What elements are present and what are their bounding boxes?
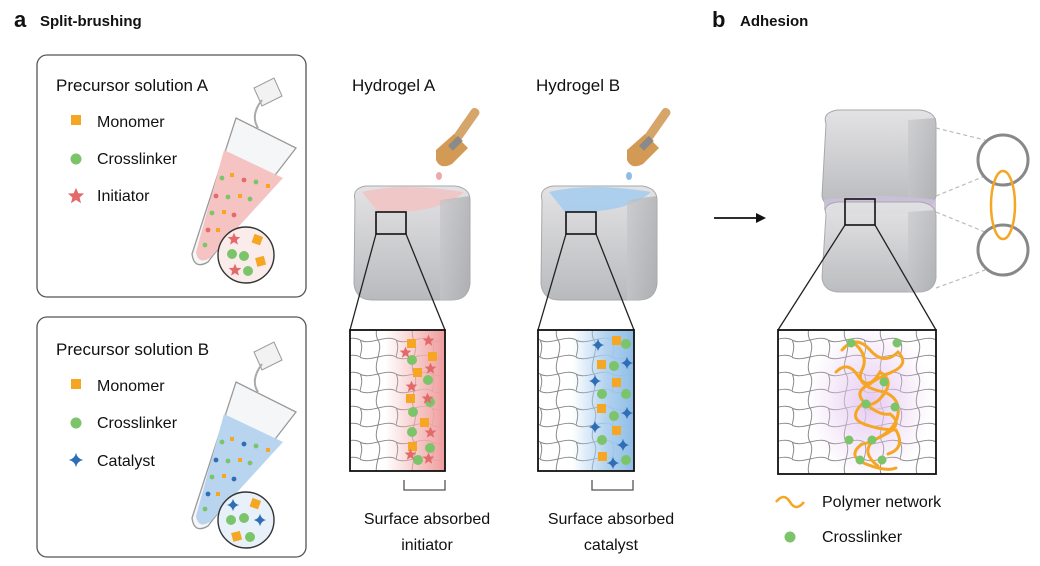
precursor-a-title: Precursor solution A — [56, 76, 209, 95]
bracket-b — [591, 480, 634, 491]
legend-crosslinker: Crosslinker — [822, 529, 903, 546]
panel-b-letter: b — [712, 7, 725, 32]
hydrogel-b-column: Hydrogel B — [536, 76, 674, 554]
crosslinker-icon — [70, 417, 82, 429]
hydrogel-a-title: Hydrogel A — [352, 76, 436, 95]
legend-a-crosslinker: Crosslinker — [97, 151, 178, 168]
legend-polymer-network: Polymer network — [822, 494, 942, 511]
monomer-icon — [71, 115, 81, 125]
panel-b-legend: Polymer network Crosslinker — [774, 494, 942, 546]
process-arrow-icon — [714, 213, 766, 223]
legend-b-crosslinker: Crosslinker — [97, 415, 178, 432]
legend-b-monomer: Monomer — [97, 378, 165, 395]
polymer-network-icon — [774, 495, 806, 509]
tube-a-illustration — [191, 77, 297, 284]
hydrogel-a-zoom — [349, 329, 446, 472]
hydrogel-b-zoom — [537, 329, 635, 472]
adhered-cubes — [777, 109, 937, 331]
crosslinker-icon — [70, 153, 82, 165]
precursor-b-title: Precursor solution B — [56, 340, 209, 359]
bracket-a — [403, 480, 446, 491]
hydrogel-a-caption-2: initiator — [401, 537, 453, 554]
tube-b-illustration — [191, 341, 297, 549]
chain-link-illustration — [935, 127, 1030, 289]
panel-b-title: Adhesion — [740, 13, 808, 30]
brush-a-icon — [436, 107, 480, 180]
hydrogel-b-cube — [537, 185, 658, 331]
brush-b-icon — [626, 107, 671, 180]
precursor-box-a: Precursor solution A Monomer Crosslinker… — [36, 54, 307, 298]
hydrogel-a-cube — [349, 185, 471, 331]
crosslinker-icon — [784, 531, 796, 543]
legend-a-monomer: Monomer — [97, 114, 165, 131]
monomer-icon — [71, 379, 81, 389]
hydrogel-a-caption-1: Surface absorbed — [364, 511, 490, 528]
legend-a-initiator: Initiator — [97, 188, 150, 205]
hydrogel-a-column: Hydrogel A — [349, 76, 490, 554]
hydrogel-b-caption-2: catalyst — [584, 537, 639, 554]
hydrogel-b-title: Hydrogel B — [536, 76, 620, 95]
panel-a-title: Split-brushing — [40, 13, 142, 30]
legend-b-catalyst: Catalyst — [97, 453, 155, 470]
precursor-box-b: Precursor solution B Monomer Crosslinker… — [36, 316, 307, 558]
adhesion-zoom — [777, 324, 937, 480]
panel-a-letter: a — [14, 7, 27, 32]
hydrogel-b-caption-1: Surface absorbed — [548, 511, 674, 528]
